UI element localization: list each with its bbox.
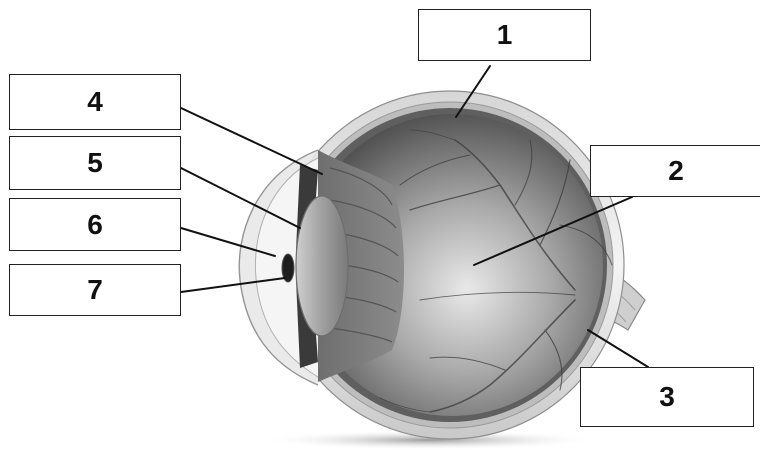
- lens: [296, 196, 348, 336]
- label-box-2[interactable]: 2: [590, 145, 760, 197]
- label-1-text: 1: [497, 19, 513, 51]
- label-7-text: 7: [87, 274, 103, 306]
- label-box-6[interactable]: 6: [9, 198, 181, 251]
- label-5-text: 5: [87, 147, 103, 179]
- pointer-line-4: [181, 108, 322, 174]
- label-box-5[interactable]: 5: [9, 136, 181, 190]
- label-4-text: 4: [87, 86, 103, 118]
- label-box-4[interactable]: 4: [9, 74, 181, 130]
- label-2-text: 2: [668, 155, 684, 187]
- label-box-1[interactable]: 1: [418, 9, 591, 61]
- label-6-text: 6: [87, 209, 103, 241]
- label-3-text: 3: [659, 381, 675, 413]
- label-box-3[interactable]: 3: [580, 367, 754, 427]
- label-box-7[interactable]: 7: [9, 264, 181, 316]
